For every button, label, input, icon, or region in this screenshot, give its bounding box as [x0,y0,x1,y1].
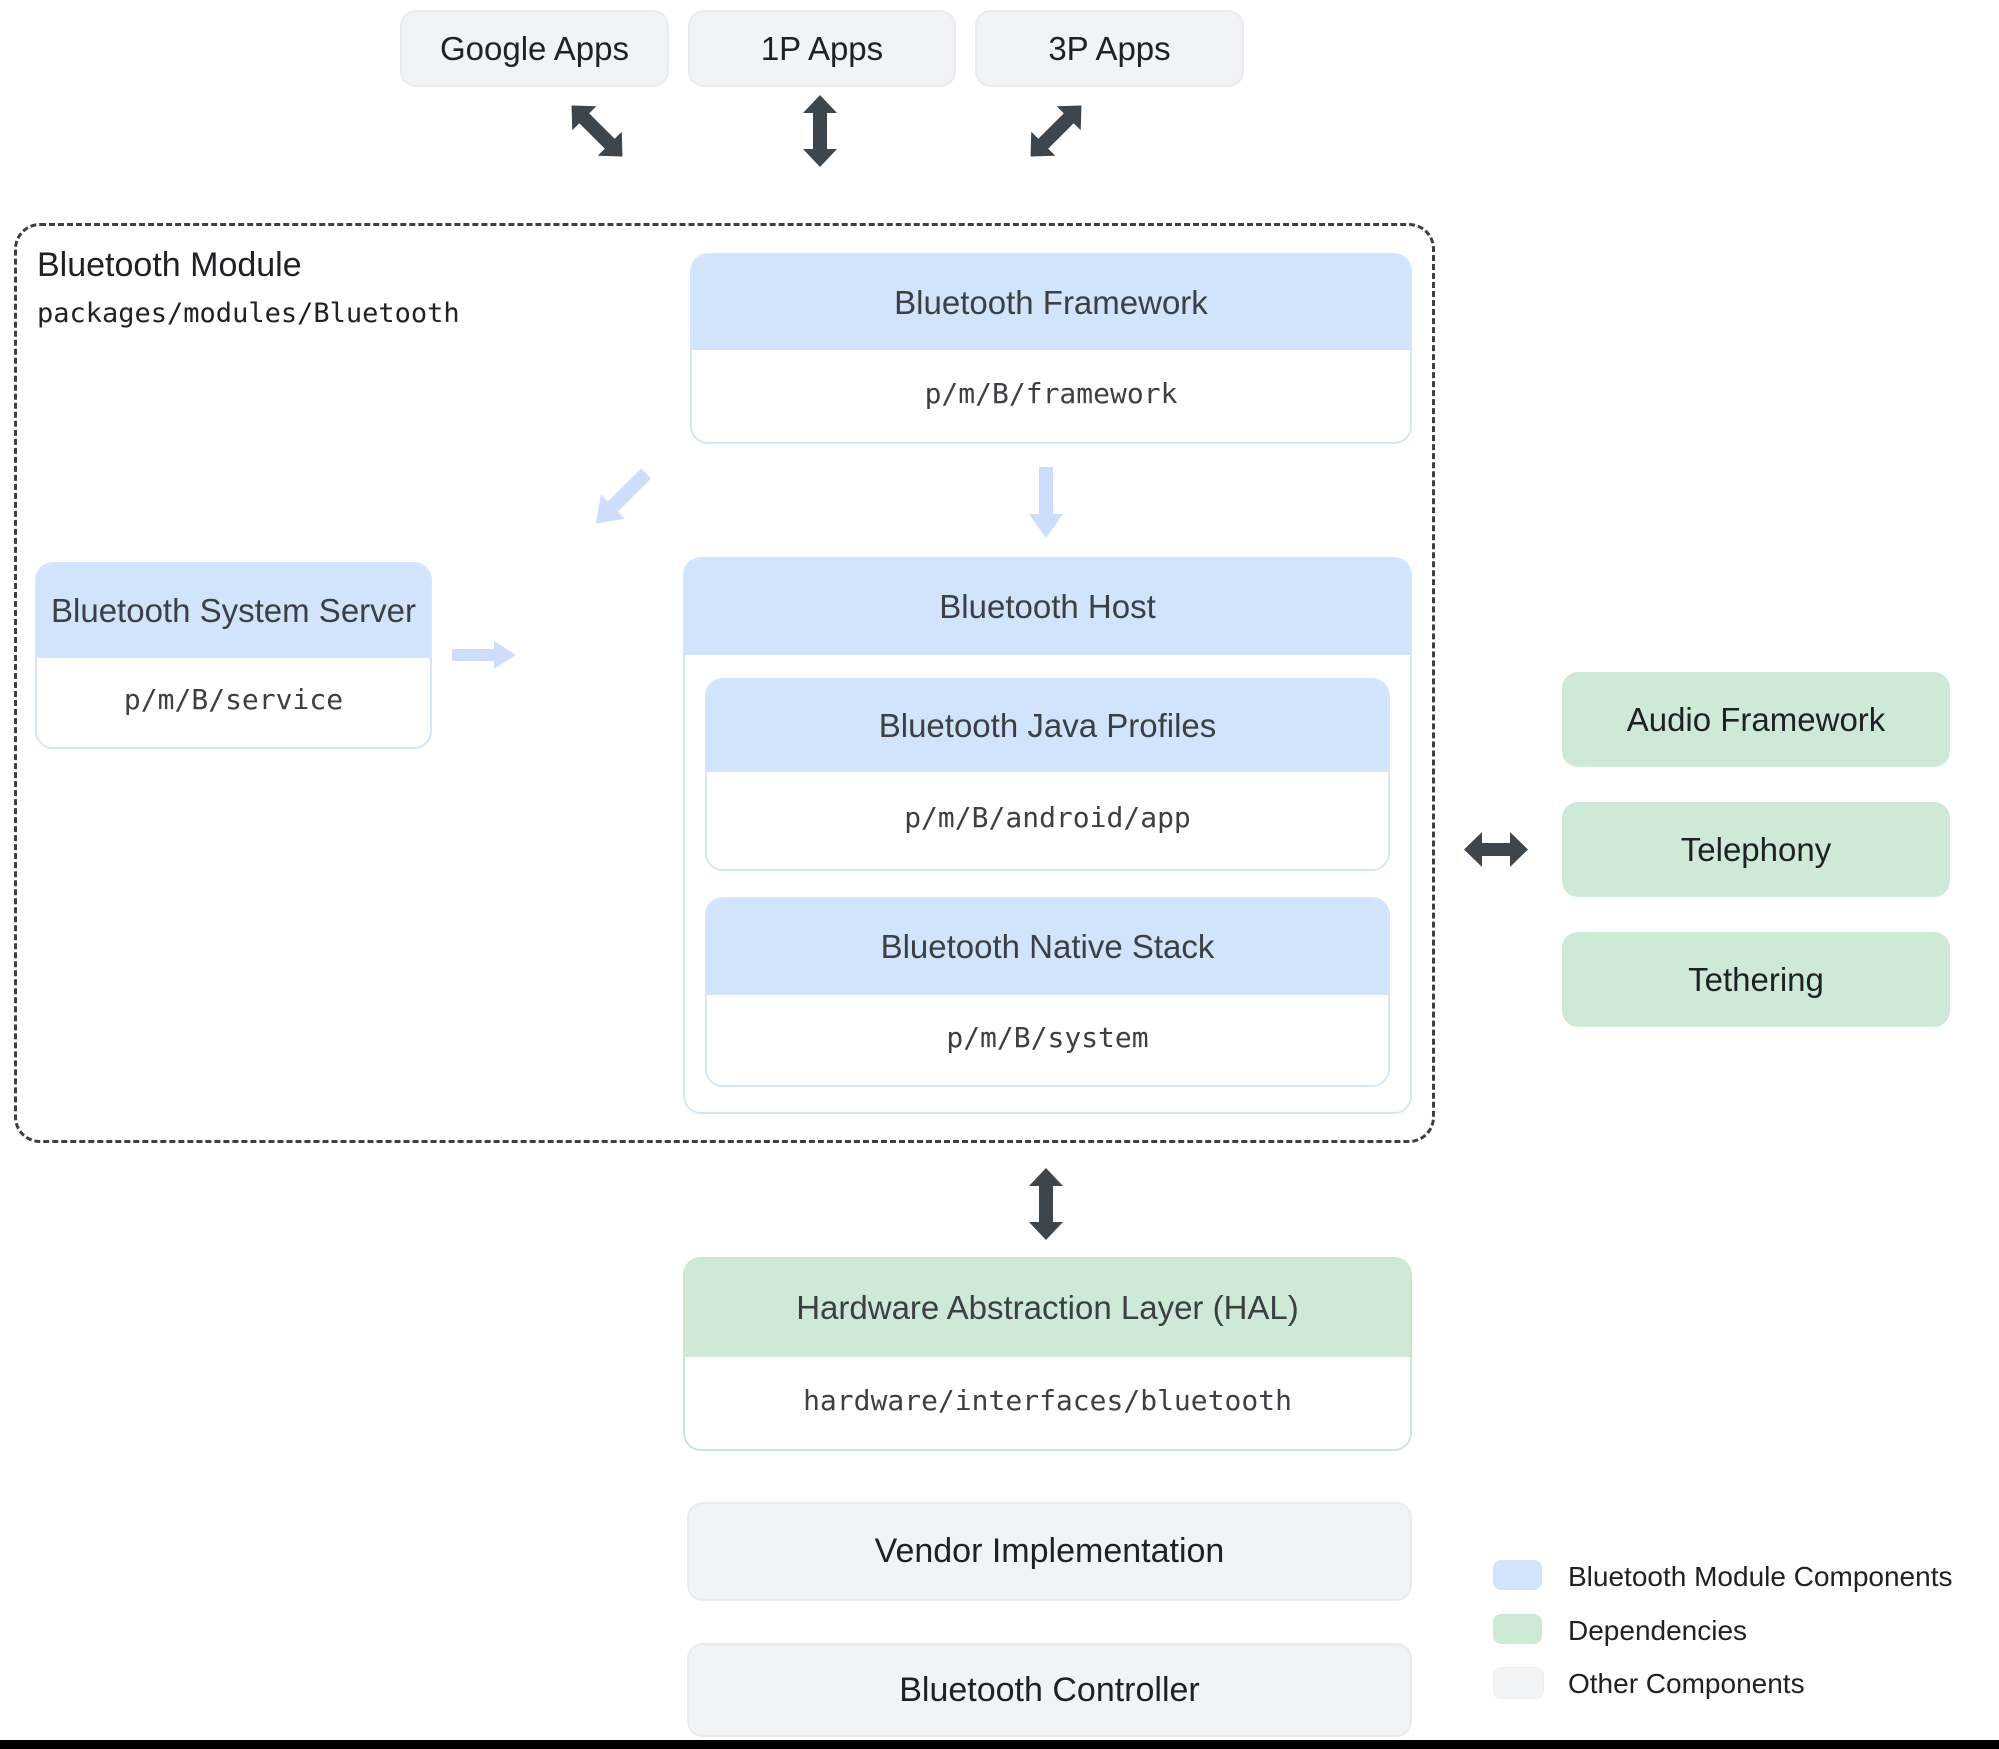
tethering-box: Tethering [1562,932,1950,1027]
legend-label-other-components: Other Components [1568,1668,1805,1699]
bluetooth-system-server-path: p/m/B/service [37,658,430,741]
google-apps-box: Google Apps [400,10,669,87]
bluetooth-framework-title: Bluetooth Framework [692,255,1410,350]
bluetooth-native-stack-title: Bluetooth Native Stack [707,899,1388,995]
legend-swatch-dependencies [1493,1614,1542,1644]
legend-label-module-components: Bluetooth Module Components [1568,1561,1953,1592]
bluetooth-host-title: Bluetooth Host [685,559,1410,655]
framework-to-host-arrow-icon [1029,467,1063,538]
bluetooth-java-profiles-card: Bluetooth Java Profiles p/m/B/android/ap… [705,678,1390,871]
vendor-implementation-box: Vendor Implementation [687,1502,1412,1601]
third-party-apps-label: 3P Apps [1048,29,1171,67]
bluetooth-controller-box: Bluetooth Controller [687,1643,1412,1737]
bottom-edge-bar [0,1740,1999,1749]
vendor-implementation-label: Vendor Implementation [874,1532,1225,1570]
bluetooth-controller-label: Bluetooth Controller [899,1670,1200,1709]
first-party-apps-label: 1P Apps [760,29,884,67]
bluetooth-system-server-title: Bluetooth System Server [37,564,430,658]
tethering-label: Tethering [1688,960,1824,998]
bluetooth-module-path: packages/modules/Bluetooth [37,298,460,329]
bluetooth-java-profiles-path: p/m/B/android/app [707,772,1388,863]
bluetooth-native-stack-card: Bluetooth Native Stack p/m/B/system [705,897,1390,1087]
third-party-apps-bidirectional-arrow-icon [1019,94,1094,169]
legend-swatch-module-components [1493,1560,1542,1590]
bluetooth-framework-path: p/m/B/framework [692,350,1410,436]
telephony-box: Telephony [1562,802,1950,897]
module-to-hal-bidirectional-arrow-icon [1029,1168,1063,1240]
framework-to-system-server-arrow-icon [584,461,658,535]
hal-card: Hardware Abstraction Layer (HAL) hardwar… [683,1257,1412,1451]
bluetooth-java-profiles-title: Bluetooth Java Profiles [707,680,1388,772]
legend-label-dependencies: Dependencies [1568,1615,1748,1646]
google-apps-bidirectional-arrow-icon [560,94,635,169]
telephony-label: Telephony [1680,830,1832,868]
audio-framework-label: Audio Framework [1626,700,1886,738]
audio-framework-box: Audio Framework [1562,672,1950,767]
first-party-apps-bidirectional-arrow-icon [803,95,837,167]
bluetooth-system-server-card: Bluetooth System Server p/m/B/service [35,562,432,749]
legend-swatch-other-components [1493,1667,1544,1699]
system-server-to-host-arrow-icon [452,641,516,669]
bluetooth-framework-card: Bluetooth Framework p/m/B/framework [690,253,1412,444]
google-apps-label: Google Apps [440,29,629,67]
first-party-apps-box: 1P Apps [688,10,956,87]
hal-title: Hardware Abstraction Layer (HAL) [685,1259,1410,1357]
third-party-apps-box: 3P Apps [975,10,1244,87]
module-to-dependencies-bidirectional-arrow-icon [1464,832,1528,867]
bluetooth-native-stack-path: p/m/B/system [707,995,1388,1079]
bluetooth-module-title: Bluetooth Module [37,246,302,284]
hal-path: hardware/interfaces/bluetooth [685,1357,1410,1443]
bluetooth-module-boundary [14,223,1435,1143]
